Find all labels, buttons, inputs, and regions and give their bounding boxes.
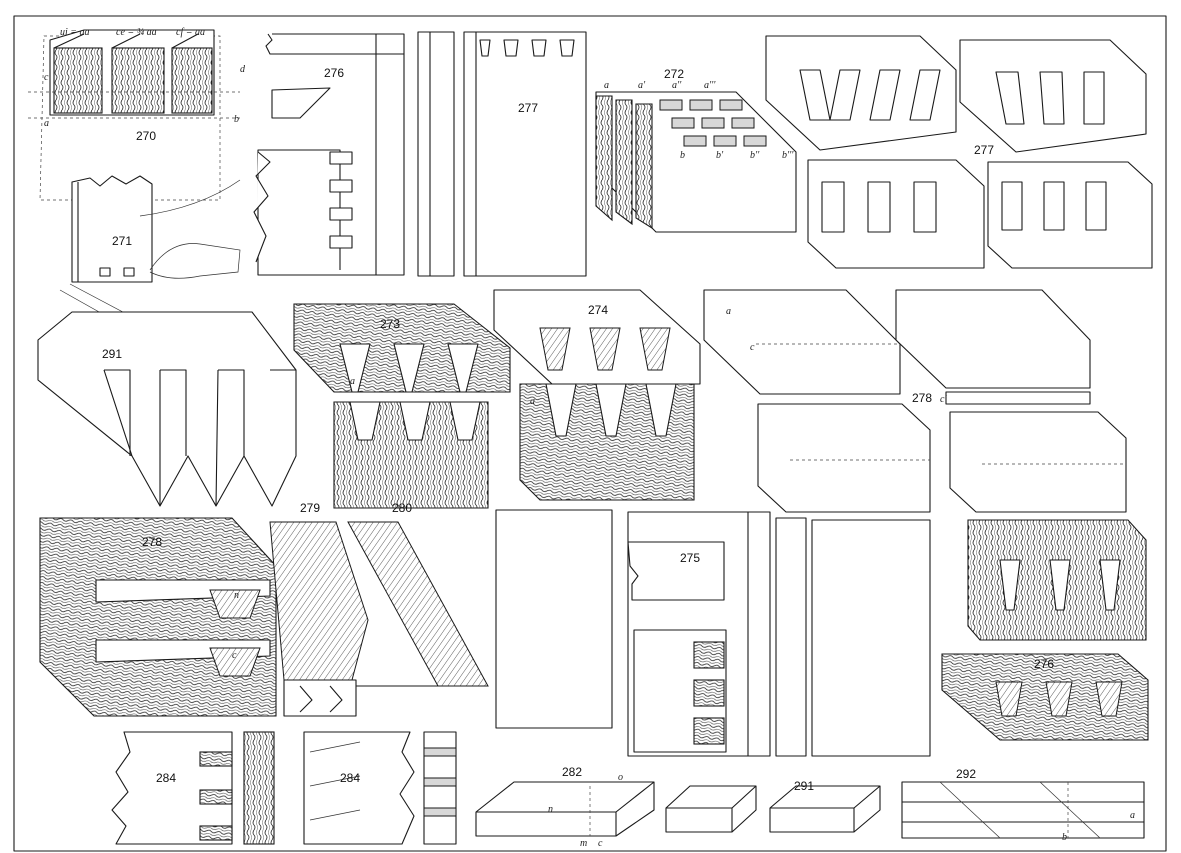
figure-274: a 274 xyxy=(493,289,701,501)
fig-274-number: 274 xyxy=(588,303,608,317)
fig-283-letter-c: c xyxy=(598,838,603,849)
fig-272-letter-b2: b'' xyxy=(750,150,760,161)
fig-283-letter-n: n xyxy=(548,804,553,815)
fig-270-number: 270 xyxy=(136,129,156,143)
fig-272-letter-a1: a' xyxy=(638,80,646,91)
fig-279-letter-a2: c xyxy=(232,650,237,661)
fig-278b-number: 278 xyxy=(912,391,932,405)
fig-283-letter-m: m xyxy=(580,838,587,849)
fig-272-letter-b1: b' xyxy=(716,150,724,161)
figure-281: 280 xyxy=(347,501,489,687)
fig-278b-letter-c: c xyxy=(750,342,755,353)
fig-272-letter-a3: a''' xyxy=(704,80,716,91)
figure-277-left: 276 xyxy=(253,33,405,276)
fig-280-number: 279 xyxy=(300,501,320,515)
fig-273-letter-a: a xyxy=(350,376,355,387)
plate-border xyxy=(13,15,1167,852)
fig-292-number: 292 xyxy=(956,767,976,781)
figure-273: a 273 xyxy=(293,303,511,509)
fig-274-letter-a: a xyxy=(530,396,535,407)
figure-291: 291 xyxy=(665,779,881,833)
fig-272-letter-b3: b''' xyxy=(782,150,794,161)
figure-283: o n m c 282 xyxy=(475,765,655,849)
fig-272-letter-a2: a'' xyxy=(672,80,682,91)
figure-270: ui = aa ce = ¾ aa cf = aa a c b d 270 xyxy=(28,27,246,201)
fig-292-letter-b: b xyxy=(1062,832,1067,843)
fig-273-number: 273 xyxy=(380,317,400,331)
figure-272: a a' a'' a''' b b' b'' b''' 272 xyxy=(595,67,797,233)
fig-276-number: 276 xyxy=(1034,657,1054,671)
fig-291-number: 291 xyxy=(794,779,814,793)
fig-270-letter-c: c xyxy=(44,72,49,83)
figure-284-right: 284 xyxy=(303,731,457,845)
fig-278a-number: 277 xyxy=(974,143,994,157)
fig-272-letter-b: b xyxy=(680,150,685,161)
fig-270-letter-b: b xyxy=(234,114,239,125)
fig-277b-number: 277 xyxy=(518,101,538,115)
figure-279: n c 278 xyxy=(39,517,277,717)
figure-278-middle: a c c' 278 xyxy=(703,289,1127,513)
figure-292: a b 292 xyxy=(901,767,1145,843)
fig-272-letter-a: a xyxy=(604,80,609,91)
figure-284-left: 284 xyxy=(111,731,275,845)
fig-279-number: 278 xyxy=(142,535,162,549)
fig-284b-number: 284 xyxy=(340,771,360,785)
fig-270-letter-ce: ce = ¾ aa xyxy=(116,27,157,38)
figure-275: 275 xyxy=(495,509,931,757)
figure-282: 291 xyxy=(37,311,297,507)
figure-276: 276 xyxy=(941,519,1149,741)
fig-270-letter-d: d xyxy=(240,64,246,75)
fig-270-letter-ui: ui = aa xyxy=(60,27,90,38)
fig-283-number: 282 xyxy=(562,765,582,779)
fig-279-letter-a1: n xyxy=(234,590,239,601)
fig-275-number: 275 xyxy=(680,551,700,565)
fig-284a-number: 284 xyxy=(156,771,176,785)
fig-292-letter-a: a xyxy=(1130,810,1135,821)
fig-282-number: 291 xyxy=(102,347,122,361)
figure-277-right: 277 xyxy=(417,31,587,277)
fig-270-letter-a: a xyxy=(44,118,49,129)
fig-283-letter-o: o xyxy=(618,772,623,783)
fig-271-number: 271 xyxy=(112,234,132,248)
figure-280: 279 xyxy=(269,501,369,717)
fig-272-number: 272 xyxy=(664,67,684,81)
fig-278b-letter-c1: c' xyxy=(940,394,947,405)
figure-278-top: 277 xyxy=(765,35,1153,269)
fig-277a-number: 276 xyxy=(324,66,344,80)
fig-281-number: 280 xyxy=(392,501,412,515)
fig-270-letter-cf: cf = aa xyxy=(176,27,205,38)
fig-278b-letter-n: a xyxy=(726,306,731,317)
